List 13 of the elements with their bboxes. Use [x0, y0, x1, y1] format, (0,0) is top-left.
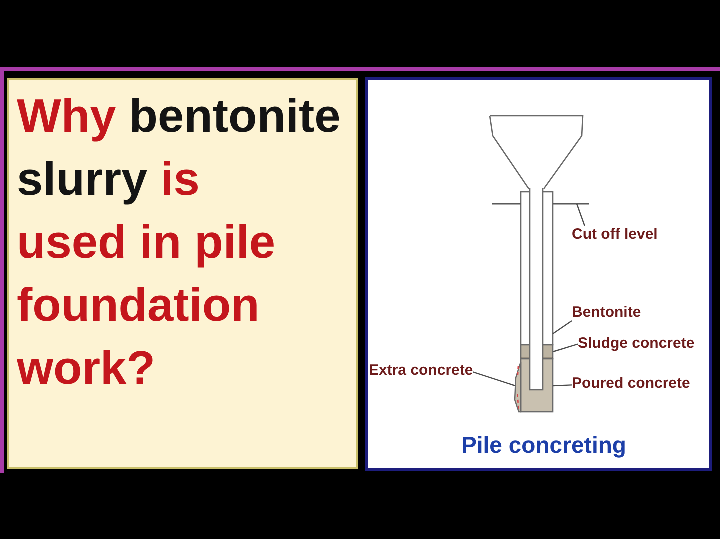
callout-label: Sludge concrete: [578, 335, 695, 352]
title: Why bentonite slurry is used in pile foundation work?: [17, 88, 341, 396]
leader-line: [552, 320, 572, 334]
concrete-bulge: [514, 361, 522, 413]
leader-line: [552, 344, 578, 353]
caption: Pile concreting: [462, 431, 626, 459]
callout-label: Poured concrete: [572, 375, 690, 392]
cut-off-level-line: [491, 203, 590, 205]
leader-line: [576, 204, 586, 226]
callout-label: Cut off level: [572, 226, 658, 243]
callout-label: Extra concrete: [369, 362, 474, 379]
callout-label: Bentonite: [572, 304, 642, 321]
leader-line: [552, 384, 572, 387]
